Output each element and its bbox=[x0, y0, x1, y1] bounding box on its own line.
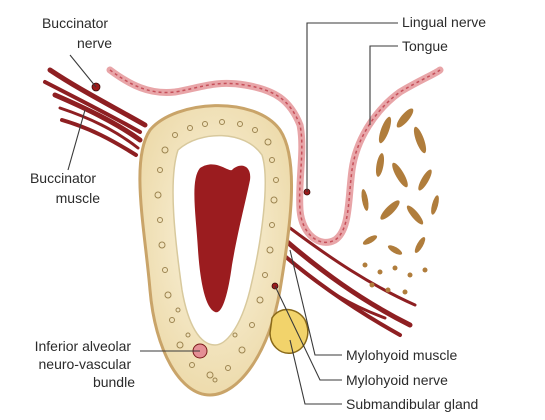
mylohyoid-muscle bbox=[278, 226, 417, 337]
label-tongue: Tongue bbox=[402, 38, 448, 54]
label-inferior-alveolar: Inferior alveolar neuro-vascular bundle bbox=[35, 338, 136, 390]
label-mylohyoid-nerve: Mylohyoid nerve bbox=[346, 372, 448, 388]
buccinator-muscle bbox=[43, 67, 148, 157]
trabecular-bone bbox=[154, 119, 279, 383]
submandibular-gland bbox=[269, 308, 309, 354]
label-buccinator-nerve: Buccinator nerve bbox=[42, 15, 112, 51]
tooth-pulp bbox=[194, 164, 251, 313]
leader-lines bbox=[67, 22, 398, 405]
label-mylohyoid-muscle: Mylohyoid muscle bbox=[346, 347, 457, 363]
oral-mucosa bbox=[106, 66, 444, 246]
tongue-fibers bbox=[361, 108, 439, 295]
label-lingual-nerve: Lingual nerve bbox=[402, 14, 486, 30]
label-submandibular-gland: Submandibular gland bbox=[346, 396, 478, 412]
label-buccinator-muscle: Buccinator muscle bbox=[30, 170, 100, 206]
